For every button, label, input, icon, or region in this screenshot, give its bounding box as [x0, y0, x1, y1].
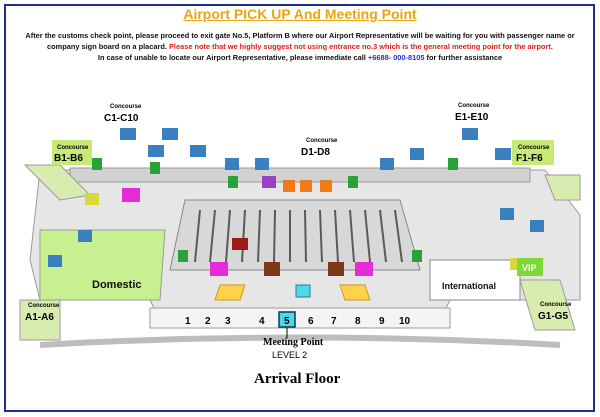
intro-line2-end: for further assistance	[426, 53, 503, 62]
svg-text:D1-D8: D1-D8	[301, 147, 330, 158]
concourse-f-label: Concourse F1-F6	[512, 140, 554, 165]
svg-text:C1-C10: C1-C10	[104, 113, 139, 124]
gate-number-highlight: 5	[284, 316, 290, 327]
checkin-rows	[194, 209, 403, 263]
gate-number: 10	[399, 316, 411, 327]
concourse-a-label: Concourse A1-A6	[25, 303, 60, 323]
svg-text:B1-B6: B1-B6	[54, 153, 83, 164]
phone-number[interactable]: +6688- 000-8105	[367, 53, 425, 62]
domestic-zone	[39, 229, 166, 301]
access-road	[39, 334, 561, 348]
info-desk	[295, 284, 311, 298]
gate-number: 9	[379, 316, 385, 327]
concourse-g-label: Concourse G1-G5	[538, 302, 572, 322]
concourse-c-label: Concourse C1-C10	[104, 104, 142, 124]
vip-label: VIP	[522, 263, 537, 273]
intro-line2: In case of unable to locate our Airport …	[97, 53, 366, 62]
gate-number: 6	[308, 316, 314, 327]
svg-text:Concourse: Concourse	[57, 145, 89, 151]
facility-blocks	[85, 176, 524, 276]
level-label: LEVEL 2	[272, 350, 307, 360]
svg-text:Concourse: Concourse	[518, 145, 550, 151]
svg-text:Concourse: Concourse	[110, 104, 142, 110]
pier-f	[544, 174, 581, 201]
meeting-point-label: Meeting Point	[263, 337, 324, 348]
svg-text:A1-A6: A1-A6	[25, 312, 54, 323]
svg-text:Concourse: Concourse	[28, 303, 60, 309]
gate-number: 8	[355, 316, 361, 327]
concourse-b-label: Concourse B1-B6	[52, 140, 92, 165]
concourse-e-label: Concourse E1-E10	[455, 103, 490, 123]
svg-text:Concourse: Concourse	[540, 302, 572, 308]
gate-numbers: 1 2 3 4 5 6 7 8 9 10	[185, 311, 411, 328]
intro-warning: Please note that we highly suggest not u…	[169, 42, 553, 51]
vip-box	[517, 258, 543, 276]
gate-number: 3	[225, 316, 231, 327]
svg-text:E1-E10: E1-E10	[455, 112, 489, 123]
restroom-signs	[92, 158, 458, 262]
page-title: Airport PICK UP And Meeting Point	[183, 6, 417, 22]
pier-a	[19, 299, 61, 341]
arrival-ramps	[214, 284, 371, 301]
svg-text:F1-F6: F1-F6	[516, 153, 543, 164]
gate-number: 1	[185, 316, 191, 327]
international-zone	[429, 259, 521, 301]
gate-number: 2	[205, 316, 211, 327]
meeting-gate-highlight	[278, 311, 296, 328]
gate-number: 7	[331, 316, 337, 327]
svg-text:Concourse: Concourse	[458, 103, 490, 109]
floor-label: Arrival Floor	[254, 371, 341, 387]
upper-walkway	[69, 167, 531, 183]
svg-text:Concourse: Concourse	[306, 138, 338, 144]
gate-number: 4	[259, 316, 265, 327]
intro-text: After the customs check point, please pr…	[10, 30, 590, 63]
intro-line1: After the customs check point, please pr…	[25, 31, 575, 51]
international-label: International	[442, 281, 496, 291]
concourse-d-label: Concourse D1-D8	[301, 138, 338, 158]
gate-direction-signs	[48, 128, 544, 267]
svg-text:G1-G5: G1-G5	[538, 311, 568, 322]
checkin-hall	[169, 199, 421, 271]
domestic-label: Domestic	[92, 279, 142, 291]
pier-g	[519, 279, 576, 331]
arrival-kerb	[149, 307, 451, 329]
